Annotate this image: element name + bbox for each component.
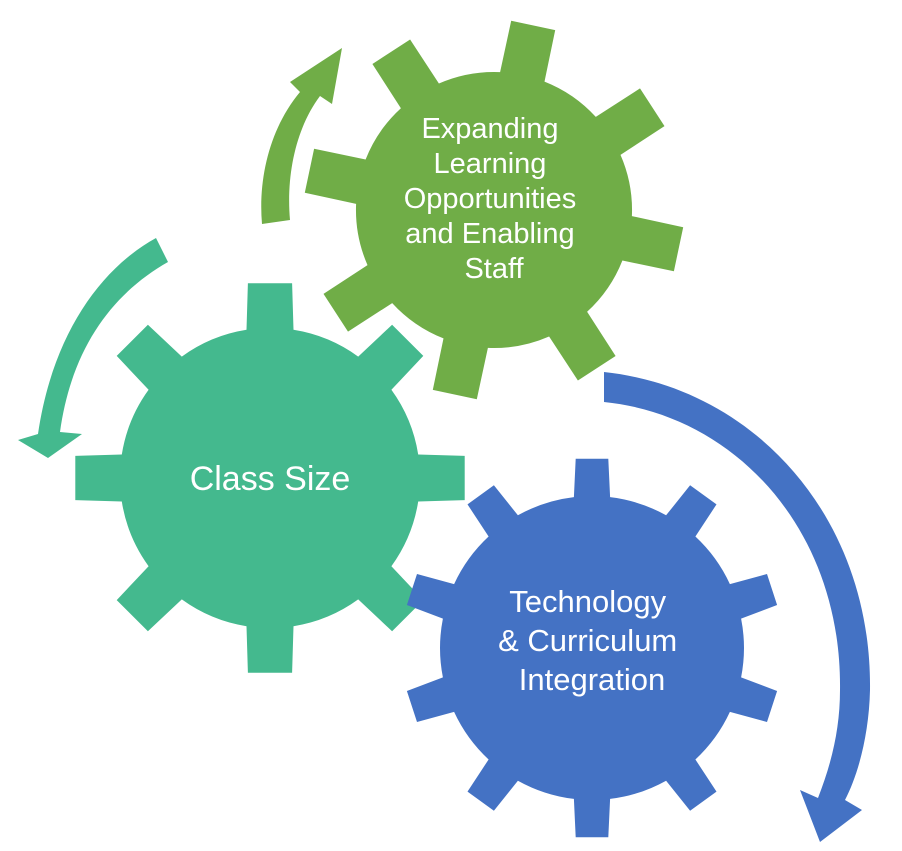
cycle-arrows [18, 48, 871, 842]
curved-arrow-to-expanding-learning [261, 48, 342, 224]
gear-label-technology-curriculum: Technology & Curriculum Integration [498, 584, 686, 697]
gear-label-class-size: Class Size [190, 460, 351, 498]
gear-class-size [75, 283, 465, 673]
gears [75, 20, 778, 838]
gear-label-line: Integration [519, 662, 666, 697]
gear-label-line: & Curriculum [498, 623, 677, 658]
gear-label-line: Staff [464, 253, 524, 285]
gear-label-line: Expanding [421, 113, 558, 145]
curved-arrow-to-class-size [18, 238, 168, 458]
gear-labels: Expanding Learning Opportunities and Ena… [190, 113, 686, 697]
gear-label-line: and Enabling [405, 218, 574, 250]
gear-label-line: Class Size [190, 460, 351, 498]
gear-expanding-learning [304, 20, 684, 400]
gear-label-line: Learning [434, 148, 547, 180]
gear-label-line: Technology [509, 584, 666, 619]
gear-label-line: Opportunities [404, 183, 577, 215]
gear-label-expanding-learning: Expanding Learning Opportunities and Ena… [404, 113, 585, 285]
gear-technology-curriculum [406, 458, 778, 838]
curved-arrow-to-technology-integration [604, 372, 871, 842]
